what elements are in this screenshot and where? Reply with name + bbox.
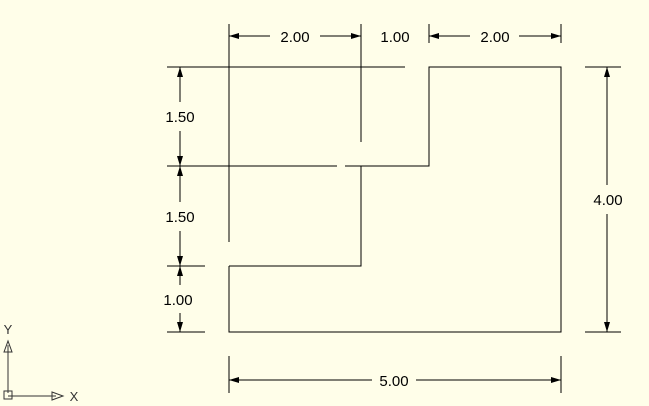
dimension-texts: 2.00 1.00 2.00 1.50 1.50 1.00 4.00 5.00 (163, 29, 622, 390)
dim-text-top-middle[interactable]: 1.00 (380, 29, 409, 46)
ucs-y-label: Y (4, 322, 13, 337)
dim-text-bottom-width[interactable]: 5.00 (379, 373, 408, 390)
dim-text-top-left[interactable]: 2.00 (280, 29, 309, 46)
ucs-x-label: X (70, 389, 79, 404)
dim-text-left-lower[interactable]: 1.00 (163, 292, 192, 309)
dim-text-left-middle[interactable]: 1.50 (165, 209, 194, 226)
outline-main[interactable] (228, 66, 562, 333)
dim-text-left-upper[interactable]: 1.50 (165, 109, 194, 126)
part-outline[interactable] (228, 66, 562, 333)
dim-text-right-height[interactable]: 4.00 (593, 192, 622, 209)
dim-text-top-right[interactable]: 2.00 (480, 29, 509, 46)
extension-lines (167, 24, 621, 393)
dimension-lines (177, 33, 610, 383)
ucs-axis-icon (3, 339, 65, 401)
